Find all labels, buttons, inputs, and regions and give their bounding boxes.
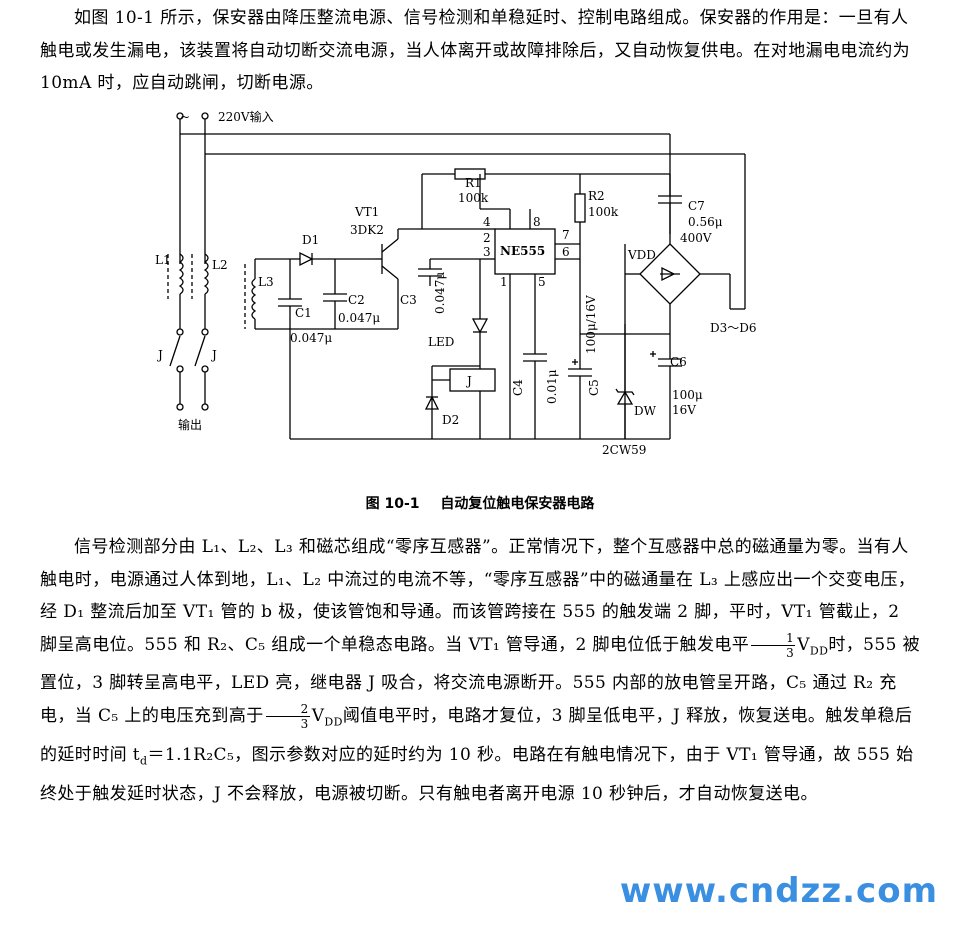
label-C2: C2	[348, 293, 365, 307]
pin-3: 3	[483, 245, 491, 259]
label-C1: C1	[295, 306, 312, 320]
input-symbol: ~	[180, 110, 190, 124]
label-C7: C7	[688, 199, 705, 213]
body-text-b-sub: DD	[809, 643, 829, 657]
figure-number: 图 10-1	[365, 496, 420, 512]
label-relay: J	[465, 374, 472, 388]
body-text-e: 阈值电平时，电路才复位，3 脚呈低电平，J 释放，恢复送电。触发单稳后的延时时间…	[40, 705, 913, 765]
output-label: 输出	[178, 417, 202, 432]
body-paragraph: 信号检测部分由 L₁、L₂、L₃ 和磁芯组成“零序互感器”。正常情况下，整个互感…	[40, 531, 920, 810]
input-label: 220V输入	[218, 109, 274, 124]
label-J-right: J	[210, 348, 217, 362]
figure-title: 自动复位触电保安器电路	[440, 496, 595, 512]
label-C3-value: 0.047μ	[433, 272, 447, 314]
label-R2-value: 100k	[588, 205, 619, 219]
label-C1-value: 0.047μ	[290, 331, 332, 345]
body-text-c: 时，555 被置位，3 脚转呈高电平，LED 亮，继电器 J 吸合，将交流电源断…	[40, 634, 920, 726]
label-L3: L3	[258, 275, 274, 289]
body-text-f: ＝1.1R₂C₅，图示参数对应的延时约为 10 秒。电路在有触电情况下，由于 V…	[40, 744, 914, 804]
label-C7-value1: 0.56μ	[688, 215, 723, 229]
label-R2: R2	[588, 189, 605, 203]
label-C6-value1: 100μ	[672, 388, 703, 402]
body-text-b: V	[797, 634, 810, 655]
label-D2: D2	[442, 413, 459, 427]
pin-8: 8	[533, 215, 541, 229]
label-L1: L1	[155, 253, 171, 267]
fraction-1-denominator: 3	[786, 645, 795, 660]
label-C7-value2: 400V	[680, 231, 712, 245]
label-C6: C6	[670, 355, 687, 369]
intro-paragraph: 如图 10-1 所示，保安器由降压整流电源、信号检测和单稳延时、控制电路组成。保…	[40, 2, 920, 100]
label-J-left: J	[156, 348, 163, 362]
body-text-e-sub: d	[140, 754, 148, 768]
label-C6-value2: 16V	[672, 403, 696, 417]
label-bridge: D3～D6	[710, 321, 757, 335]
label-C4-value: 0.01μ	[545, 369, 559, 404]
body-text: 信号检测部分由 L₁、L₂、L₃ 和磁芯组成“零序互感器”。正常情况下，整个互感…	[40, 531, 920, 810]
fraction-2-denominator: 3	[300, 716, 309, 731]
label-R1: R1	[465, 176, 482, 190]
label-C4: C4	[511, 379, 525, 396]
intro-text: 如图 10-1 所示，保安器由降压整流电源、信号检测和单稳延时、控制电路组成。保…	[40, 8, 910, 93]
label-VT1-type: 3DK2	[350, 223, 384, 237]
label-VDD: VDD	[627, 248, 656, 262]
label-LED: LED	[428, 335, 454, 349]
pin-2: 2	[483, 231, 491, 245]
body-text-d-sub: DD	[324, 715, 343, 729]
fraction-2-numerator: 2	[265, 702, 310, 717]
pin-1: 1	[500, 275, 508, 289]
watermark: www.cndzz.com	[619, 871, 938, 911]
fraction-1-numerator: 1	[751, 631, 796, 646]
body-text-a: 信号检测部分由 L₁、L₂、L₃ 和磁芯组成“零序互感器”。正常情况下，整个互感…	[40, 537, 916, 655]
label-DW: DW	[634, 404, 657, 418]
label-ic: NE555	[500, 244, 545, 258]
label-R1-value: 100k	[458, 191, 489, 205]
label-C5: C5	[587, 379, 601, 396]
label-C5-value: 100μ/16V	[584, 295, 598, 354]
label-C3: C3	[400, 293, 417, 307]
label-D1: D1	[302, 233, 319, 247]
label-C2-value: 0.047μ	[338, 311, 380, 325]
circuit-diagram: ~ 220V输入 输出 L1 L2 L3 J J D1 C1 0.047μ C2…	[155, 109, 757, 457]
pin-6: 6	[562, 245, 570, 259]
body-text-d: V	[311, 705, 325, 726]
label-L2: L2	[212, 258, 228, 272]
label-VT1: VT1	[354, 205, 379, 219]
pin-5: 5	[538, 275, 546, 289]
label-DW-type: 2CW59	[602, 443, 646, 457]
pin-4: 4	[483, 215, 491, 229]
pin-7: 7	[562, 228, 570, 242]
figure-caption: 图 10-1 自动复位触电保安器电路	[0, 493, 960, 513]
